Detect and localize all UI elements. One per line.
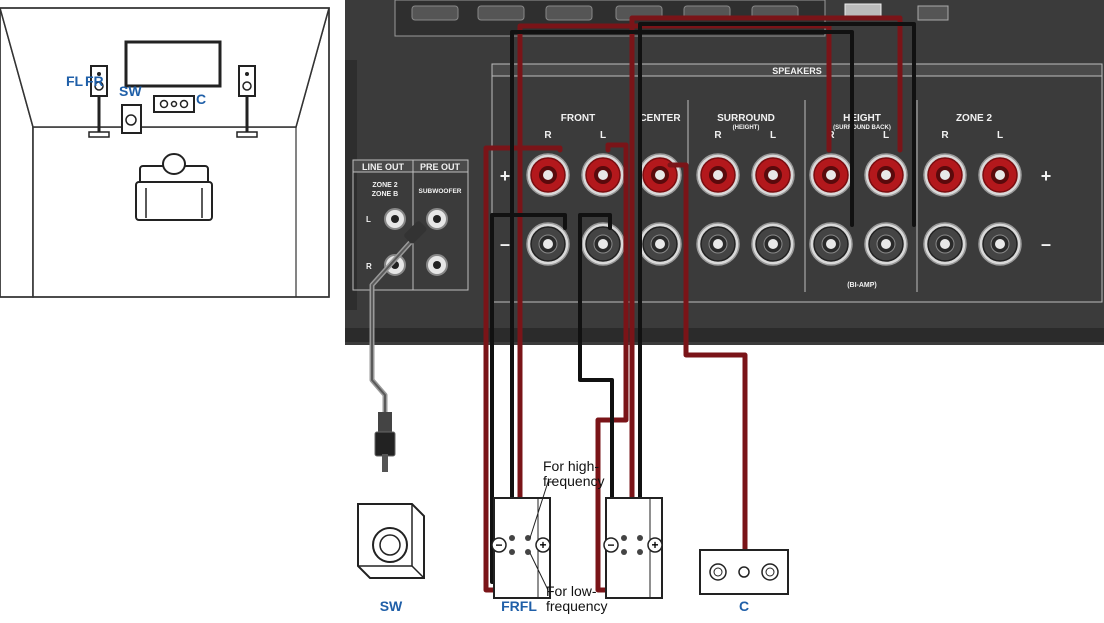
speaker-terminals [526,153,1022,266]
room-label-fl: FL [66,73,84,89]
group-label-center: CENTER [639,113,681,124]
front-left-speaker-icon [88,65,110,138]
terminal-positive-front-r[interactable] [526,153,570,197]
svg-text:−: − [607,538,614,552]
group-label-height: HEIGHT [843,113,881,124]
room-label-sw: SW [119,83,142,99]
speakers-header-label: SPEAKERS [772,66,822,76]
channel-label: L [770,130,776,141]
group-label-zone2: ZONE 2 [956,113,993,124]
line-out-r-label: R [366,262,372,271]
channel-label: L [997,130,1003,141]
rca-jack-line-out-l[interactable] [384,208,406,230]
terminal-positive-front-l[interactable] [581,153,625,197]
plus-sign-left: + [500,166,511,186]
bi-amp-label: (BI-AMP) [847,282,877,289]
terminal-positive-center[interactable] [638,153,682,197]
device-label-frfl: FRFL [501,598,537,614]
svg-text:−: − [495,538,502,552]
channel-label: L [600,130,606,141]
room-label-fr: FR [85,73,104,89]
terminal-positive-surround-r[interactable] [696,153,740,197]
front-left-speaker-device: − + [603,497,663,599]
center-speaker-device [699,549,789,595]
terminal-negative-surround-l[interactable] [751,222,795,266]
group-sublabel-height: (SURROUND BACK) [833,125,891,131]
device-label-sw: SW [380,598,403,614]
terminal-negative-center[interactable] [638,222,682,266]
terminal-negative-surround-r[interactable] [696,222,740,266]
terminal-negative-height-r[interactable] [809,222,853,266]
group-label-surround: SURROUND [717,113,775,124]
terminal-negative-front-r[interactable] [526,222,570,266]
terminal-negative-height-l[interactable] [864,222,908,266]
pre-out-label: PRE OUT [420,162,461,172]
subwoofer-device [357,503,425,579]
rca-jack-line-out-r[interactable] [384,254,406,276]
terminal-negative-zone2-l[interactable] [978,222,1022,266]
front-right-speaker-icon [236,65,258,138]
group-sublabel-surround: (HEIGHT) [733,125,760,131]
room-label-c: C [196,91,206,107]
terminal-positive-height-l[interactable] [864,153,908,197]
rca-jack-subwoofer-1[interactable] [426,208,448,230]
device-label-c: C [739,598,749,614]
rca-jack-subwoofer-2[interactable] [426,254,448,276]
receiver-rear-panel: SPEAKERS FRONT CENTER SURROUND (HEIGHT) … [345,0,1104,345]
subwoofer-cable [369,221,427,472]
group-label-front: FRONT [561,113,595,124]
svg-text:+: + [651,538,658,552]
terminal-positive-zone2-l[interactable] [978,153,1022,197]
plus-sign-right: + [1041,166,1052,186]
center-speaker-room-icon [153,95,195,113]
zone-label-1: ZONE 2 [372,182,397,189]
line-out-l-label: L [366,215,371,224]
channel-label: R [941,130,949,141]
svg-text:+: + [539,538,546,552]
terminal-negative-zone2-r[interactable] [923,222,967,266]
minus-sign-right: – [1041,234,1051,254]
tv-icon [124,40,222,88]
channel-label: L [883,130,889,141]
subwoofer-room-icon [121,104,142,134]
low-frequency-note-line2: frequency [546,598,607,614]
zone-label-2: ZONE B [372,191,398,198]
terminal-negative-front-l[interactable] [581,222,625,266]
terminal-positive-surround-l[interactable] [751,153,795,197]
listener-sofa-icon [135,153,213,221]
channel-label: R [714,130,722,141]
low-frequency-note-line1: For low- [546,583,597,599]
line-out-label: LINE OUT [362,162,405,172]
channel-label: R [544,130,552,141]
minus-sign-left: – [500,234,510,254]
front-right-speaker-device: − + [491,497,551,599]
high-frequency-note-line2: frequency [543,473,604,489]
room-illustration: FL FR SW C [0,7,330,298]
speaker-cables [369,15,916,593]
terminal-positive-height-r[interactable] [809,153,853,197]
high-frequency-note-line1: For high- [543,458,599,474]
terminal-positive-zone2-r[interactable] [923,153,967,197]
subwoofer-out-label: SUBWOOFER [419,188,462,195]
